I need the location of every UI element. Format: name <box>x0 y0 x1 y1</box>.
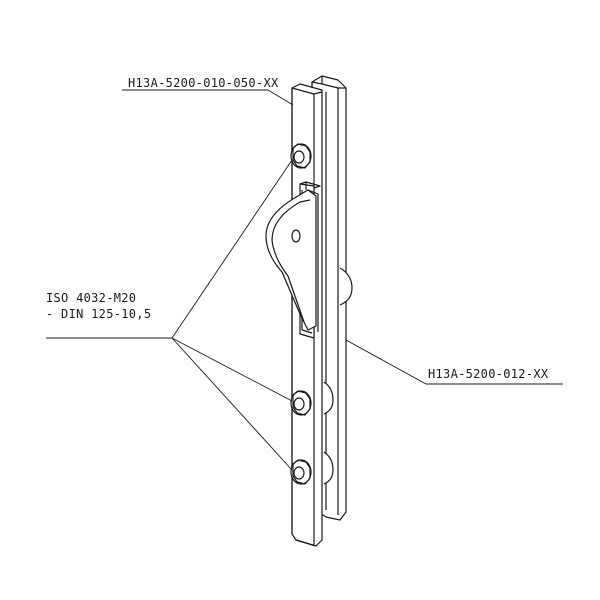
top-part-label: H13A-5200-010-050-XX <box>128 76 279 90</box>
leader-lines <box>46 89 563 471</box>
fastener-label-line2: - DIN 125-10,5 <box>46 307 152 321</box>
nut-washer-middle <box>290 390 312 416</box>
right-part-label: H13A-5200-012-XX <box>428 367 549 381</box>
nut-washer-top <box>290 143 312 169</box>
lifting-lug <box>265 189 319 332</box>
back-plate-bosses <box>323 267 353 485</box>
fastener-label-line1: ISO 4032-M20 <box>46 291 137 305</box>
nut-washer-bottom <box>290 459 312 485</box>
